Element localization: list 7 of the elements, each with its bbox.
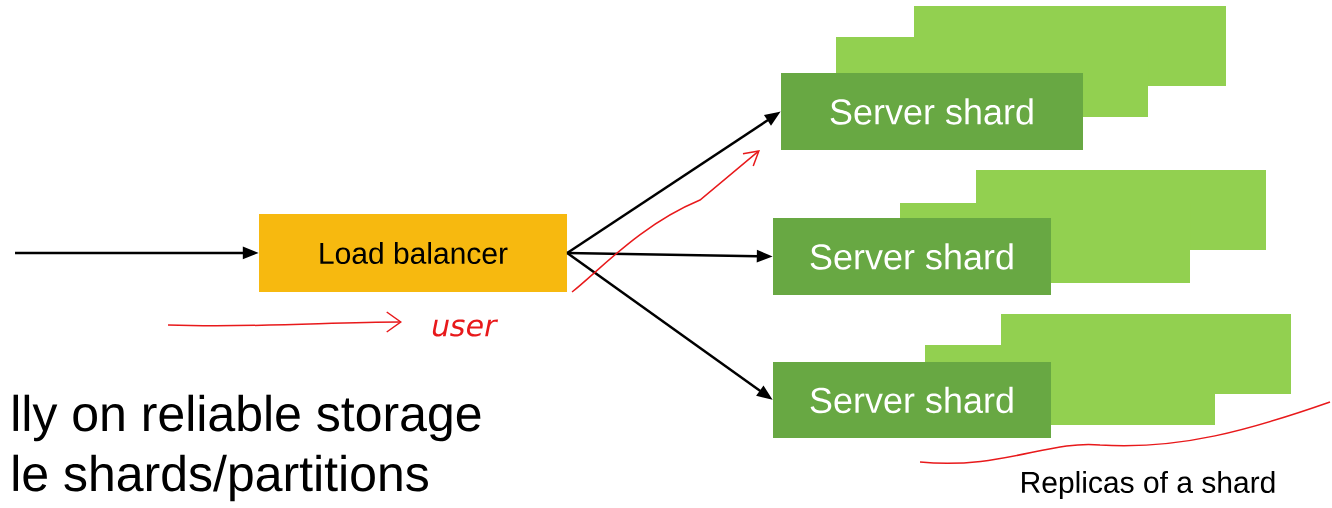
server-shard-box: Server shard (773, 218, 1051, 295)
slide-text: le shards/partitions (13, 454, 428, 502)
server-shard-box: Server shard (773, 362, 1051, 438)
server-shard-box: Server shard (781, 73, 1083, 150)
slide-text: lly on reliable storage (13, 394, 481, 442)
caption-text: Replicas of a shard (1022, 471, 1275, 499)
load-balancer-box: Load balancer (259, 214, 567, 292)
